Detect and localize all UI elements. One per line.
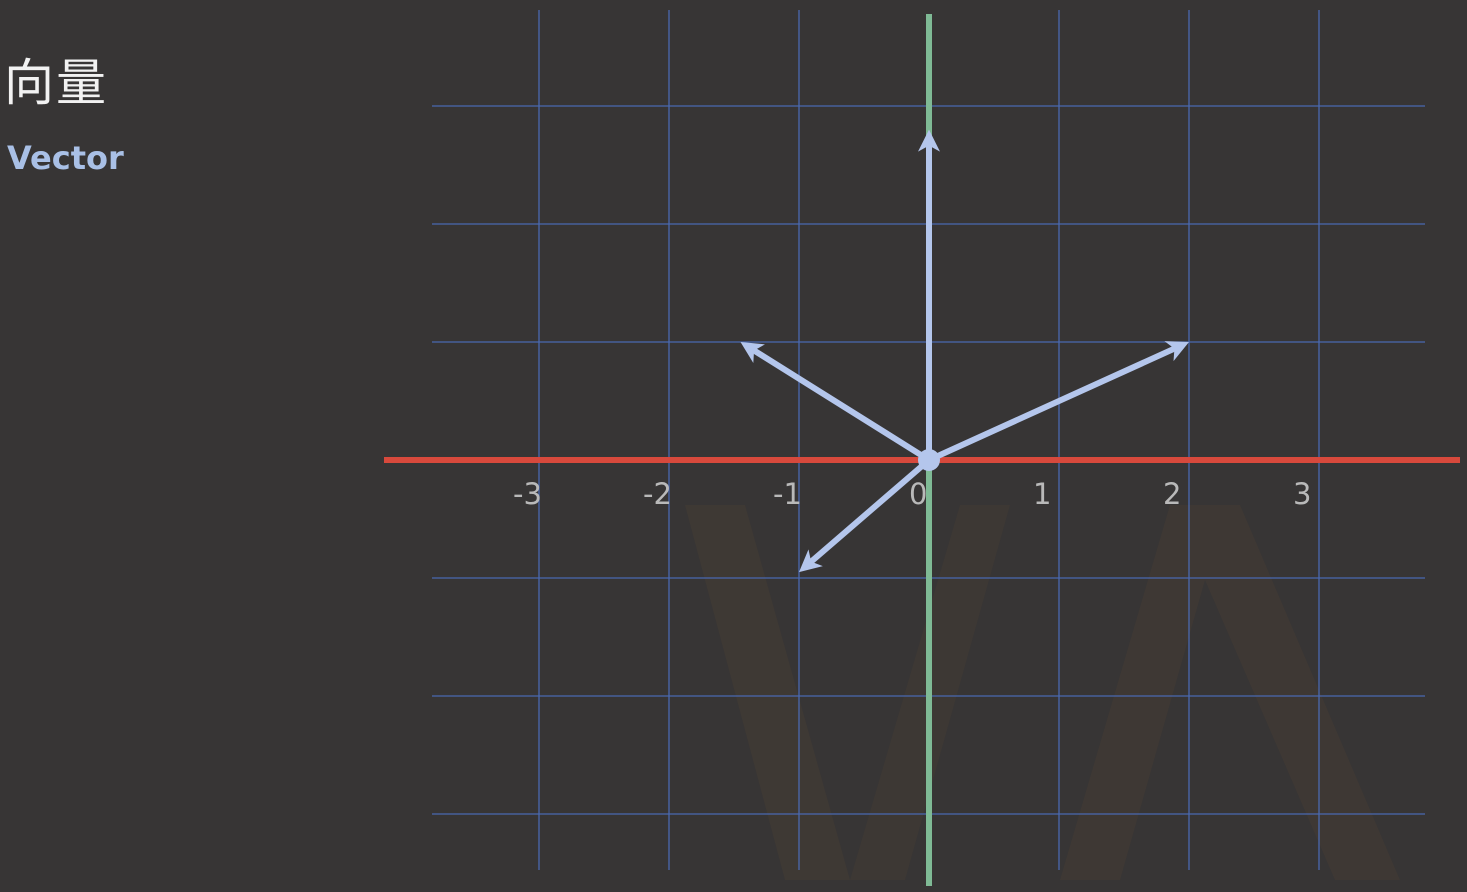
- vector-up-arrow: [918, 129, 940, 463]
- vector-up-head: [918, 129, 940, 152]
- vector-upper-right-head: [1164, 341, 1189, 362]
- vector-lower-left-head: [799, 549, 823, 573]
- vector-upper-left-arrow: [740, 342, 932, 463]
- origin-point: [918, 449, 940, 471]
- x-tick-label: 2: [1163, 477, 1181, 511]
- watermark-logo: [685, 505, 1400, 880]
- vector-upper-left-head: [740, 342, 765, 363]
- title-chinese: 向量: [4, 54, 108, 112]
- title-english: Vector: [7, 139, 124, 177]
- x-tick-label: 0: [909, 477, 927, 511]
- x-tick-label: 3: [1293, 477, 1311, 511]
- vector-upper-left-shaft: [752, 348, 932, 463]
- x-tick-labels: -3 -2 -1 0 1 2 3: [513, 477, 1311, 511]
- x-tick-label: -3: [513, 477, 542, 511]
- vector-upper-right-arrow: [926, 341, 1189, 463]
- vector-lower-left-shaft: [809, 457, 932, 564]
- vector-upper-right-shaft: [926, 346, 1176, 463]
- x-tick-label: -1: [773, 477, 802, 511]
- x-tick-label: 1: [1033, 477, 1051, 511]
- x-tick-label: -2: [643, 477, 672, 511]
- vectors: [740, 129, 1189, 573]
- vector-lower-left-arrow: [799, 457, 932, 573]
